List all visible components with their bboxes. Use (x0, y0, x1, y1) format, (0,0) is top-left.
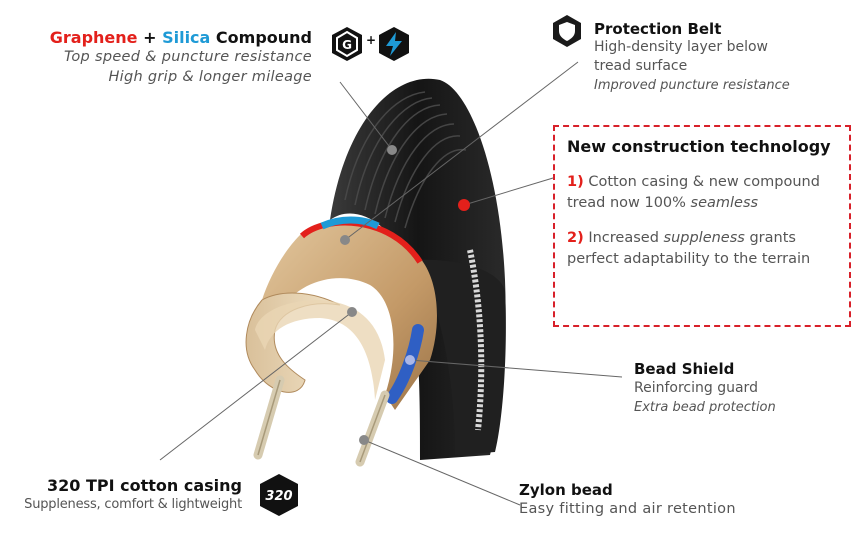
new-construction-box: New construction technology 1) Cotton ca… (553, 125, 851, 327)
compound-plus: + (137, 28, 163, 47)
item2-text-c: grants perfect adaptability to the terra… (567, 230, 811, 267)
item1-text: Cotton casing & new compound tread now 1… (567, 174, 820, 211)
compound-word: Compound (210, 28, 312, 47)
item2-text-a: Increased (583, 230, 664, 246)
item1-number: 1) (567, 174, 584, 190)
compound-line2: High grip & longer mileage (108, 69, 312, 85)
protection-title: Protection Belt (594, 20, 722, 38)
casing-line1: Suppleness, comfort & lightweight (24, 497, 242, 512)
bead-shield-line2: Extra bead protection (634, 400, 776, 415)
zylon-title: Zylon bead (519, 481, 613, 499)
shield-icon (551, 14, 583, 53)
protection-line3: Improved puncture resistance (594, 78, 790, 93)
casing-layer (245, 222, 437, 410)
item2-emphasis: suppleness (663, 230, 745, 246)
silica-word: Silica (162, 28, 211, 47)
protection-line1: High-density layer below (594, 39, 768, 55)
newtech-title: New construction technology (567, 137, 831, 156)
item1-emphasis: seamless (690, 195, 759, 211)
zylon-bead-label: Zylon bead Easy fitting and air retentio… (519, 481, 819, 519)
compound-label: Graphene + Silica Compound Top speed & p… (10, 28, 312, 87)
newtech-item1: 1) Cotton casing & new compound tread no… (567, 172, 837, 214)
compound-title: Graphene + Silica Compound (10, 28, 312, 47)
compound-line1: Top speed & puncture resistance (64, 49, 312, 65)
bead-wires (253, 375, 390, 467)
bead-shield-title: Bead Shield (634, 360, 735, 378)
tpi-320-badge-icon: 320 (258, 473, 300, 522)
zylon-line1: Easy fitting and air retention (519, 501, 736, 517)
pointer-dots (340, 145, 470, 445)
badge-plus: + (366, 33, 377, 47)
protection-belt-label: Protection Belt High-density layer below… (594, 20, 834, 95)
graphene-word: Graphene (49, 28, 138, 47)
casing-title: 320 TPI cotton casing (47, 476, 242, 495)
protection-line2: tread surface (594, 58, 688, 74)
tpi-casing-label: 320 TPI cotton casing Suppleness, comfor… (8, 476, 242, 515)
protection-belt-strip (320, 216, 380, 230)
item2-number: 2) (567, 230, 584, 246)
pointer-lines (159, 61, 623, 506)
silica-badge-icon (377, 26, 411, 67)
tpi-badge-number: 320 (265, 489, 292, 504)
newtech-item2: 2) Increased suppleness grants perfect a… (567, 228, 837, 270)
bead-shield-line1: Reinforcing guard (634, 380, 758, 396)
graphene-badge-icon: G (330, 26, 364, 67)
graphene-badge-letter: G (342, 38, 352, 52)
bead-shield-label: Bead Shield Reinforcing guard Extra bead… (634, 360, 834, 418)
